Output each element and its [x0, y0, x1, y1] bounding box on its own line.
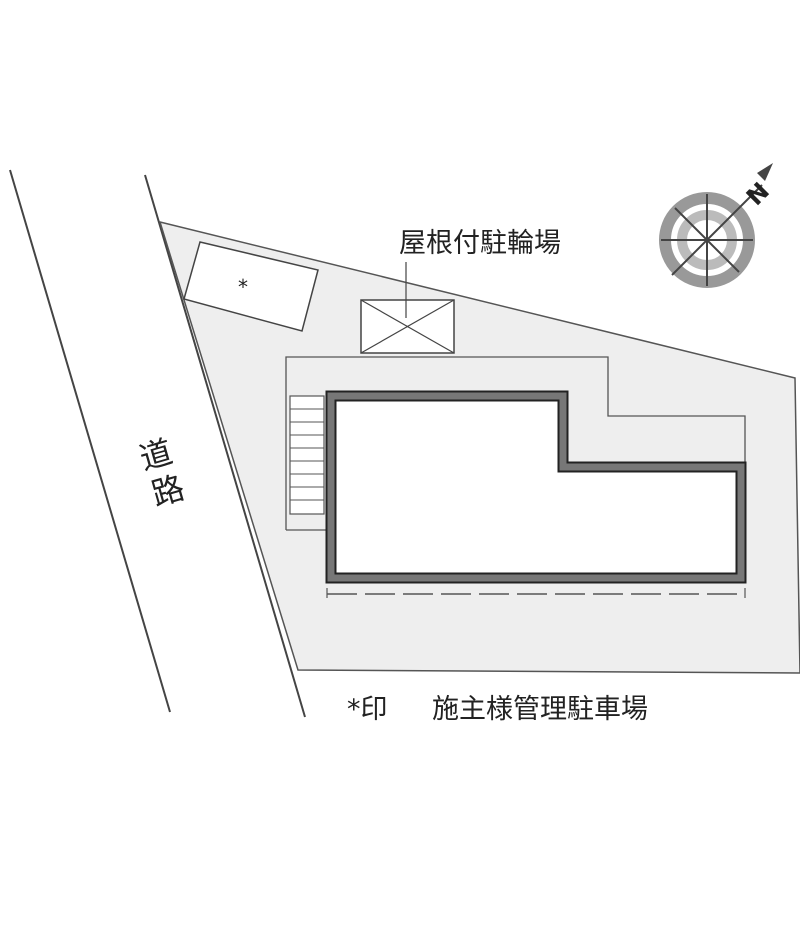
- road-edge-right: [144, 174, 306, 718]
- staircase: [289, 395, 325, 515]
- road-label-char-2: 路: [147, 468, 188, 513]
- covered-bicycle-parking-label: 屋根付駐輪場: [399, 228, 561, 259]
- legend-text: 施主様管理駐車場: [432, 694, 648, 725]
- building-wall-fill: [327, 392, 745, 582]
- compass-rose-icon: [659, 163, 773, 288]
- building-setback-outline: [285, 356, 746, 530]
- parking-marker: *: [238, 275, 248, 299]
- owner-parking-space: [183, 241, 319, 332]
- legend-marker: *印: [347, 694, 388, 725]
- north-marker: N: [741, 177, 775, 211]
- road-edge-left: [9, 169, 171, 713]
- bicycle-parking-box: [360, 299, 455, 354]
